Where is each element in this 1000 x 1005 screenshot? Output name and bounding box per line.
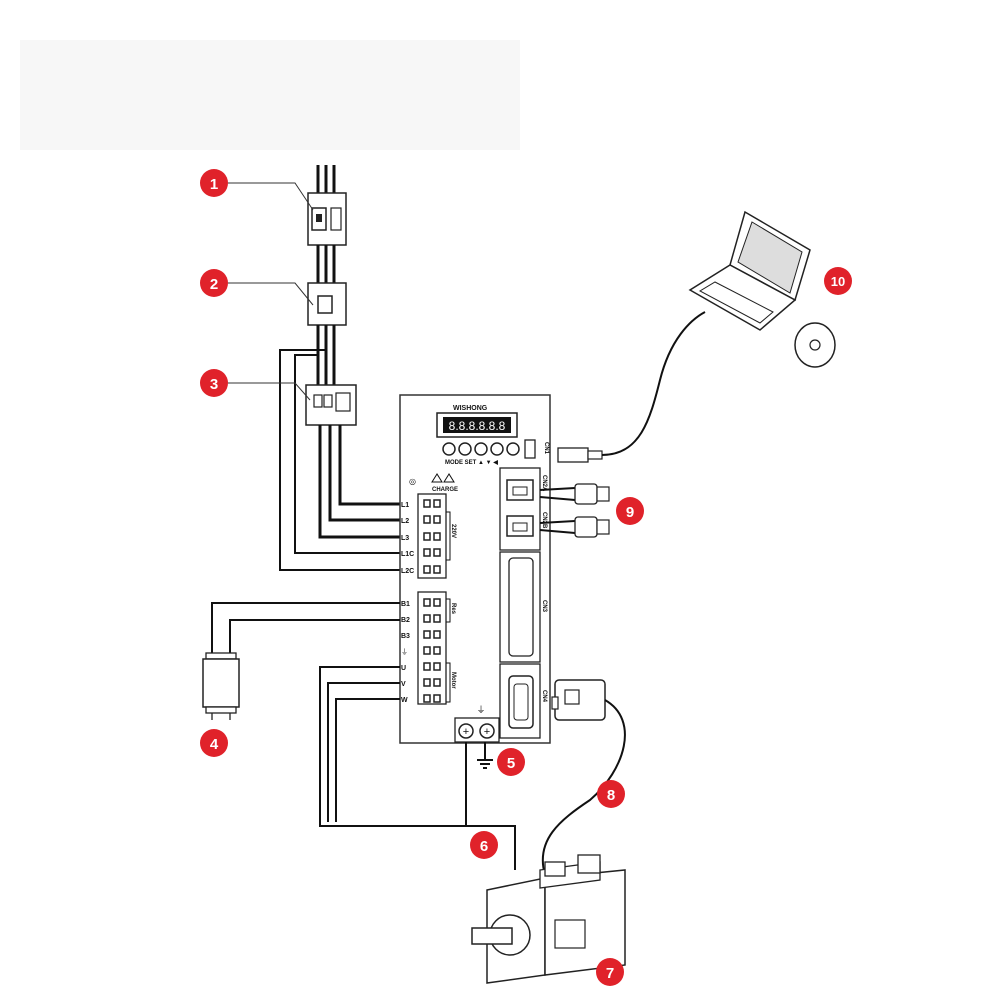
terminal-b1: B1: [401, 601, 410, 608]
callout-1-label: 1: [210, 176, 218, 193]
ground-screw-plus: +: [463, 726, 469, 738]
callout-4-label: 4: [210, 736, 219, 753]
port-cn2a-label: CN2A: [541, 475, 547, 492]
terminal-l1: L1: [401, 502, 409, 509]
terminal-l2: L2: [401, 518, 409, 525]
contactor-icon: [305, 384, 357, 426]
callout-7: 7: [596, 958, 624, 986]
callout-10-label: 10: [831, 274, 845, 289]
charge-led-icon: ◎: [409, 477, 416, 486]
db9-connector-icon: [508, 675, 534, 729]
terminal-w: W: [401, 697, 408, 704]
laptop-icon: [688, 210, 811, 331]
terminal-ground-icon: ⏚: [401, 648, 408, 656]
usb-plug-icon: [557, 447, 603, 463]
rj45-connector-icon-2: [506, 515, 534, 537]
blurred-header: [20, 40, 520, 150]
port-cn3-label: CN3: [541, 600, 547, 613]
terminal-l3: L3: [401, 535, 409, 542]
ground-screw-plus-2: +: [484, 726, 490, 738]
callout-3: 3: [200, 369, 228, 397]
callout-2-label: 2: [210, 276, 218, 293]
resistor-wires: [211, 602, 400, 653]
terminal-u: U: [401, 665, 406, 672]
cd-icon: [794, 322, 836, 368]
servo-drive: WISHONG 8.8.8.8.8.8 MODE SET ▲ ▼ ◀ CN1 ◎…: [399, 394, 551, 744]
ground-screw-icon: [458, 723, 474, 739]
port-cn4-label: CN4: [541, 690, 547, 703]
terminal-l2c: L2C: [401, 568, 414, 575]
callout-9: 9: [616, 497, 644, 525]
terminal-v: V: [401, 681, 406, 688]
power-range-label: 220V: [450, 524, 456, 538]
ground-wire: [465, 742, 486, 826]
regen-motor-terminals: [423, 598, 441, 703]
circuit-breaker-icon: [307, 192, 347, 246]
motor-terminal-block: [417, 591, 447, 705]
brake-resistor-icon: [202, 652, 240, 720]
supply-lines: [316, 165, 336, 195]
callout-6: 6: [470, 831, 498, 859]
callout-3-label: 3: [210, 376, 218, 393]
drive-display: [443, 417, 511, 433]
port-cn2b-label: CN2B: [541, 512, 547, 529]
main-power-wires: [318, 425, 400, 539]
port-cn1-label: CN1: [543, 442, 549, 455]
noise-filter-icon: [307, 282, 347, 326]
control-power-wires: [279, 349, 400, 571]
encoder-cable: [541, 699, 626, 876]
callout-2: 2: [200, 269, 228, 297]
down-button[interactable]: [490, 442, 504, 456]
servo-motor-icon: [471, 854, 626, 984]
cn1-port: [524, 439, 536, 459]
cn2b-cable: [539, 516, 610, 538]
motor-power-wires: [319, 666, 516, 870]
db9-plug-icon: [551, 679, 606, 721]
callout-1: 1: [200, 169, 228, 197]
up-button[interactable]: [474, 442, 488, 456]
breaker-to-filter: [316, 245, 336, 283]
callout-4: 4: [200, 729, 228, 757]
charge-label: CHARGE: [432, 487, 458, 493]
leader-lines: [228, 182, 314, 401]
mode-button[interactable]: [442, 442, 456, 456]
power-terminal-block: [417, 493, 447, 579]
callout-6-label: 6: [480, 838, 488, 855]
warning-icon: [431, 473, 443, 483]
motor-range-label: Motor: [450, 672, 456, 689]
cn3-connector: [508, 557, 534, 657]
callout-8-label: 8: [607, 787, 615, 804]
drive-brand: WISHONG: [453, 405, 488, 412]
shift-button[interactable]: [506, 442, 520, 456]
set-button[interactable]: [458, 442, 472, 456]
usb-cable: [601, 311, 706, 456]
callout-8: 8: [597, 780, 625, 808]
filter-to-contactor: [316, 325, 336, 385]
power-terminals: [423, 499, 441, 574]
rj45-connector-icon: [506, 479, 534, 501]
callout-7-label: 7: [606, 965, 614, 982]
ground-symbol-icon: ⏚: [476, 705, 485, 715]
callout-5: 5: [497, 748, 525, 776]
warning-icon-2: [443, 473, 455, 483]
callout-9-label: 9: [626, 504, 634, 521]
callout-10: 10: [824, 267, 852, 295]
terminal-l1c: L1C: [401, 551, 414, 558]
buttons-label: MODE SET ▲ ▼ ◀: [445, 459, 498, 466]
ground-screw-icon-2: [479, 723, 495, 739]
terminal-b2: B2: [401, 617, 410, 624]
callout-5-label: 5: [507, 755, 515, 772]
regen-range-label: Res: [450, 603, 456, 615]
terminal-b3: B3: [401, 633, 410, 640]
ground-icon: [477, 759, 493, 769]
cn2a-cable: [539, 483, 610, 505]
drive-display-digits: 8.8.8.8.8.8: [449, 419, 506, 433]
